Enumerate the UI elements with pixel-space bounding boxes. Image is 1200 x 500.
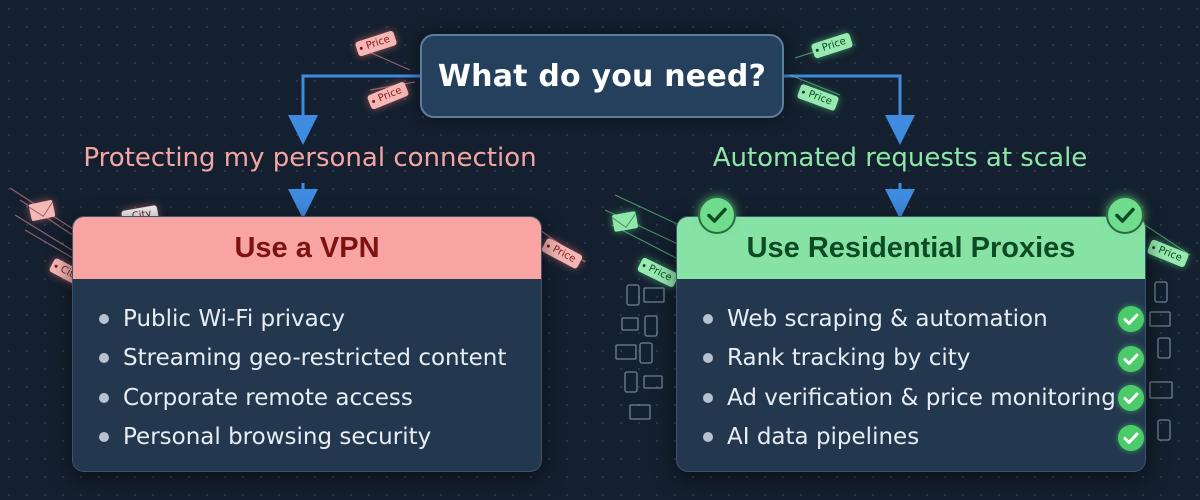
check-icon — [1106, 196, 1144, 234]
list-item: Corporate remote access — [99, 378, 541, 418]
vpn-card-header: Use a VPN — [73, 217, 541, 279]
arrow-left-branch — [288, 74, 420, 145]
list-item: AI data pipelines — [703, 418, 1145, 458]
proxy-card-title: Use Residential Proxies — [746, 231, 1076, 264]
list-item: Rank tracking by city — [703, 339, 1145, 379]
bullet-icon — [99, 432, 109, 443]
bullet-icon — [99, 353, 109, 364]
bullet-icon — [703, 353, 713, 364]
arrow-right-branch — [780, 74, 915, 145]
list-item: Streaming geo-restricted content — [99, 339, 541, 379]
vpn-use-case-list: Public Wi-Fi privacy Streaming geo-restr… — [73, 279, 541, 457]
question-text: What do you need? — [437, 58, 767, 94]
vpn-card: Use a VPN Public Wi-Fi privacy Streaming… — [72, 216, 542, 472]
proxy-card-header: Use Residential Proxies — [677, 217, 1145, 279]
question-box: What do you need? — [420, 34, 784, 118]
check-icon — [1118, 385, 1144, 411]
right-branch-heading: Automated requests at scale — [712, 143, 1088, 173]
check-icon — [698, 196, 736, 234]
check-icon — [1118, 424, 1144, 451]
bullet-icon — [99, 392, 109, 403]
bullet-icon — [703, 432, 713, 443]
proxy-use-case-list: Web scraping & automation Rank tracking … — [677, 279, 1145, 457]
list-item: Personal browsing security — [99, 418, 541, 458]
vpn-card-title: Use a VPN — [234, 231, 380, 264]
check-icon — [1118, 306, 1144, 332]
bullet-icon — [703, 313, 713, 324]
left-branch-heading: Protecting my personal connection — [83, 143, 537, 173]
proxy-card: Use Residential Proxies Web scraping & a… — [676, 216, 1146, 472]
list-item: Web scraping & automation — [703, 299, 1145, 339]
list-item: Ad verification & price monitoring — [703, 378, 1145, 418]
bullet-icon — [703, 392, 713, 403]
bullet-icon — [99, 313, 109, 324]
list-item: Public Wi-Fi privacy — [99, 299, 541, 339]
check-icon — [1118, 345, 1144, 372]
